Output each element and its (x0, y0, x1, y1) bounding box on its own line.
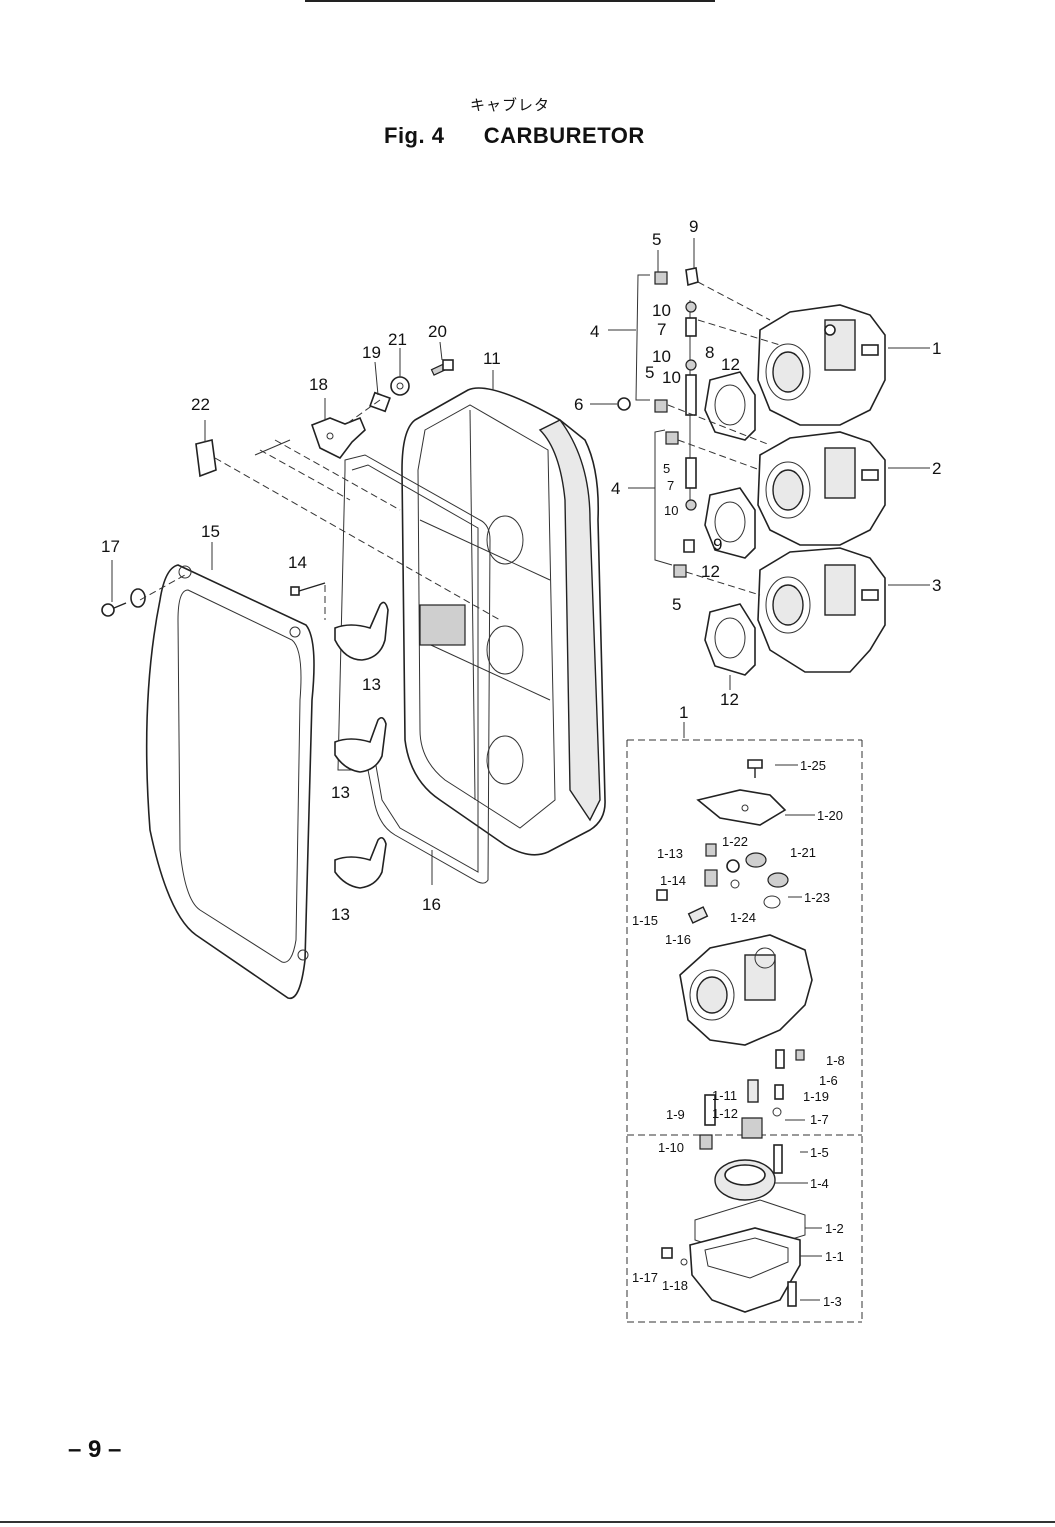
callout-10-c: 10 (662, 368, 681, 387)
detail-callout-1-13: 1-13 (657, 846, 683, 861)
detail-parts (656, 759, 813, 1313)
callout-1: 1 (932, 339, 941, 358)
callout-5-bottom: 5 (672, 595, 681, 614)
detail-callout-1-25: 1-25 (800, 758, 826, 773)
callout-7-upper: 7 (657, 320, 666, 339)
callout-4-lower: 4 (611, 479, 620, 498)
carburetor-2 (757, 431, 886, 546)
detail-callout-1-3: 1-3 (823, 1294, 842, 1309)
callout-2: 2 (932, 459, 941, 478)
detail-callout-1-6: 1-6 (819, 1073, 838, 1088)
bolt-20 (430, 359, 454, 376)
clip-13-a (334, 601, 389, 661)
detail-callout-1-18: 1-18 (662, 1278, 688, 1293)
bracket-18 (310, 416, 366, 460)
callout-20: 20 (428, 322, 447, 341)
callout-4-upper: 4 (590, 322, 599, 341)
silencer-gasket (337, 454, 491, 884)
page-number: – 9 – (68, 1436, 122, 1463)
callout-5-top: 5 (652, 230, 661, 249)
bolt-14 (290, 582, 326, 596)
carburetor-3 (757, 547, 886, 673)
callout-11: 11 (483, 349, 501, 368)
detail-callout-1-7: 1-7 (810, 1112, 829, 1127)
callout-16: 16 (422, 895, 441, 914)
callout-8: 8 (705, 343, 714, 362)
figure-title: Fig. 4 CARBURETOR (384, 123, 645, 149)
callout-10-d: 10 (664, 503, 678, 518)
callout-21: 21 (388, 330, 407, 349)
callout-12-b: 12 (701, 562, 720, 581)
callout-6: 6 (574, 395, 583, 414)
assembly-lines-left (139, 399, 501, 621)
callout-5-small: 5 (663, 461, 670, 476)
assembly-lines-right (667, 281, 781, 596)
callout-3: 3 (932, 576, 941, 595)
callout-13-c: 13 (331, 905, 350, 924)
top-rule (305, 0, 715, 2)
plate-22 (195, 439, 217, 478)
silencer-case (401, 387, 606, 856)
callout-12-c: 12 (720, 690, 739, 709)
callout-14: 14 (288, 553, 307, 572)
figure-number: Fig. 4 (384, 123, 445, 148)
detail-callout-1-9: 1-9 (666, 1107, 685, 1122)
detail-callout-1-23: 1-23 (804, 890, 830, 905)
japanese-subtitle: キャブレタ (470, 97, 551, 114)
callout-9-top: 9 (689, 217, 698, 236)
detail-callout-labels: 1 1-25 1-20 1-13 1-22 1-21 1-14 1-23 1-1… (632, 703, 845, 1309)
callout-13-a: 13 (362, 675, 381, 694)
callout-12-a: 12 (721, 355, 740, 374)
detail-inset-frame (626, 739, 863, 1323)
detail-callout-1-1: 1-1 (825, 1249, 844, 1264)
gasket-12-c (704, 603, 756, 676)
callout-5-mid: 5 (645, 363, 654, 382)
detail-callout-1-16: 1-16 (665, 932, 691, 947)
detail-callout-1-19: 1-19 (803, 1089, 829, 1104)
gasket-12-a (704, 371, 756, 441)
callout-7-lower: 7 (667, 478, 674, 493)
detail-callout-1-12: 1-12 (712, 1106, 738, 1121)
detail-callout-1-11: 1-11 (712, 1088, 737, 1103)
gasket-12-b (704, 487, 756, 559)
callout-10-b: 10 (652, 347, 671, 366)
clip-13-c (334, 836, 387, 889)
callout-19: 19 (362, 343, 381, 362)
leader-lines (111, 238, 930, 1301)
clip-13-b (334, 716, 387, 773)
callout-9-lower: 9 (713, 535, 722, 554)
callout-17: 17 (101, 537, 120, 556)
detail-callout-1-8: 1-8 (826, 1053, 845, 1068)
callout-18: 18 (309, 375, 328, 394)
washer-21 (390, 376, 410, 396)
callout-10-a: 10 (652, 301, 671, 320)
detail-callout-1-14: 1-14 (660, 873, 686, 888)
detail-callout-1-20: 1-20 (817, 808, 843, 823)
bottom-rule (0, 1521, 1055, 1523)
callout-22: 22 (191, 395, 210, 414)
detail-callout-1-4: 1-4 (810, 1176, 829, 1191)
detail-callout-1-15: 1-15 (632, 913, 658, 928)
detail-callout-1-24: 1-24 (730, 910, 756, 925)
plate-19 (369, 391, 391, 413)
detail-callout-1-2: 1-2 (825, 1221, 844, 1236)
detail-callout-1-22: 1-22 (722, 834, 748, 849)
callout-13-b: 13 (331, 783, 350, 802)
figure-name: CARBURETOR (483, 123, 645, 148)
detail-callout-1-17: 1-17 (632, 1270, 658, 1285)
detail-callout-1: 1 (679, 703, 688, 722)
carburetor-1 (757, 304, 886, 426)
callout-15: 15 (201, 522, 220, 541)
detail-callout-1-5: 1-5 (810, 1145, 829, 1160)
callout-labels: 1 2 3 4 4 5 5 5 5 6 7 7 8 9 9 10 10 10 1… (101, 217, 941, 924)
detail-callout-1-21: 1-21 (790, 845, 816, 860)
silencer-cover (145, 564, 315, 1000)
bolt-17 (101, 588, 146, 617)
detail-callout-1-10: 1-10 (658, 1140, 684, 1155)
